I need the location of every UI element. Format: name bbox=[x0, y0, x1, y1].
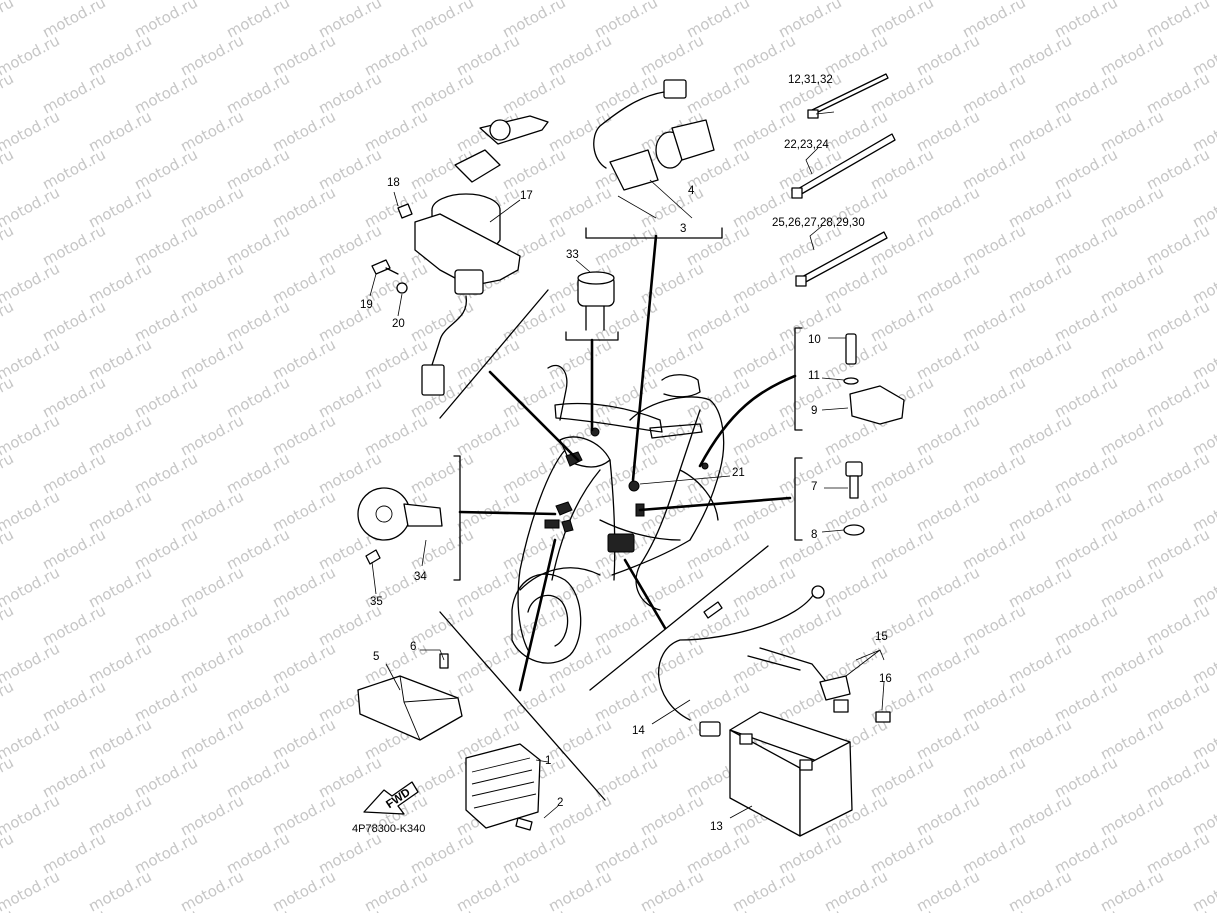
callout-9: 9 bbox=[811, 405, 817, 417]
callout-25: 25,26,27,28,29,30 bbox=[772, 217, 865, 229]
watermark-text: motod.ru bbox=[39, 905, 108, 913]
callout-20: 20 bbox=[392, 318, 405, 330]
battery-group bbox=[658, 585, 891, 837]
callout-21: 21 bbox=[732, 467, 745, 479]
watermark-text: motod.ru bbox=[0, 677, 17, 725]
callout-3: 3 bbox=[680, 223, 686, 235]
watermark-text: motod.ru bbox=[959, 905, 1028, 913]
callout-11: 11 bbox=[808, 370, 820, 382]
watermark-text: motod.ru bbox=[0, 753, 17, 801]
cable-ties bbox=[791, 73, 896, 287]
watermark-text: motod.ru bbox=[1143, 905, 1212, 913]
watermark-text: motod.ru bbox=[637, 867, 706, 913]
watermark-text: motod.ru bbox=[0, 867, 63, 913]
watermark-text: motod.ru bbox=[131, 905, 200, 913]
watermark-text: motod.ru bbox=[315, 905, 384, 913]
watermark-text: motod.ru bbox=[0, 601, 17, 649]
relay-group bbox=[593, 79, 715, 219]
watermark-text: motod.ru bbox=[1051, 905, 1120, 913]
watermark-text: motod.ru bbox=[0, 449, 17, 497]
callout-1: 1 bbox=[545, 755, 551, 767]
callout-35: 35 bbox=[370, 596, 383, 608]
callout-5: 5 bbox=[373, 651, 379, 663]
watermark-text: motod.ru bbox=[0, 145, 17, 193]
callout-10: 10 bbox=[808, 334, 821, 346]
ecu-group bbox=[357, 653, 463, 741]
watermark-text: motod.ru bbox=[0, 69, 17, 117]
callout-12: 12,31,32 bbox=[788, 74, 833, 86]
watermark-text: motod.ru bbox=[85, 867, 154, 913]
callout-8: 8 bbox=[811, 529, 817, 541]
callout-34: 34 bbox=[414, 571, 427, 583]
watermark-text: motod.ru bbox=[0, 525, 17, 573]
watermark-text: motod.ru bbox=[729, 867, 798, 913]
callout-leaders bbox=[369, 111, 885, 819]
scooter-outline bbox=[511, 364, 725, 664]
callout-22: 22,23,24 bbox=[784, 139, 829, 151]
group-brackets bbox=[439, 227, 803, 801]
watermark-text: motod.ru bbox=[0, 829, 17, 877]
callout-13: 13 bbox=[710, 821, 723, 833]
watermark-text: motod.ru bbox=[0, 373, 17, 421]
watermark-text: motod.ru bbox=[867, 905, 936, 913]
watermark-text: motod.ru bbox=[545, 867, 614, 913]
thermo-switch-group bbox=[843, 461, 865, 536]
watermark-text: motod.ru bbox=[1005, 867, 1074, 913]
watermark-text: motod.ru bbox=[1097, 867, 1166, 913]
group-leaders bbox=[458, 234, 797, 692]
watermark-text: motod.ru bbox=[0, 221, 17, 269]
ignition-switch-group bbox=[371, 115, 549, 396]
callout-33: 33 bbox=[566, 249, 579, 261]
callout-labels: 1 2 3 4 5 6 7 8 9 10 11 12,31,32 13 14 1… bbox=[360, 74, 892, 833]
callout-17: 17 bbox=[520, 190, 533, 202]
watermark-text: motod.ru bbox=[913, 867, 982, 913]
watermark-text: motod.ru bbox=[0, 297, 17, 345]
callout-7: 7 bbox=[811, 481, 817, 493]
watermark-text: motod.ru bbox=[223, 905, 292, 913]
watermark-text: motod.ru bbox=[0, 0, 17, 42]
watermark-text: motod.ru bbox=[361, 867, 430, 913]
watermark-text: motod.ru bbox=[683, 905, 752, 913]
watermark-text: motod.ru bbox=[407, 905, 476, 913]
watermark-text: motod.ru bbox=[591, 905, 660, 913]
callout-14: 14 bbox=[632, 725, 645, 737]
watermark-text: motod.ru bbox=[0, 905, 17, 913]
rectifier-group bbox=[465, 743, 541, 831]
callout-6: 6 bbox=[410, 641, 416, 653]
watermark-text: motod.ru bbox=[775, 905, 844, 913]
callout-19: 19 bbox=[360, 299, 373, 311]
flasher-relay bbox=[577, 271, 615, 331]
watermark-text: motod.ru bbox=[269, 867, 338, 913]
watermark-text: motod.ru bbox=[821, 867, 890, 913]
watermark-text: motod.ru bbox=[499, 905, 568, 913]
watermark-text: motod.ru bbox=[453, 867, 522, 913]
horn-group bbox=[357, 487, 443, 565]
callout-18: 18 bbox=[387, 177, 400, 189]
callout-16: 16 bbox=[879, 673, 892, 685]
callout-15: 15 bbox=[875, 631, 888, 643]
drawing-code: 4P78300-K340 bbox=[352, 823, 425, 835]
callout-4: 4 bbox=[688, 185, 695, 197]
sensor-bracket-group bbox=[843, 333, 905, 425]
callout-2: 2 bbox=[557, 797, 563, 809]
watermark-text: motod.ru bbox=[177, 867, 246, 913]
